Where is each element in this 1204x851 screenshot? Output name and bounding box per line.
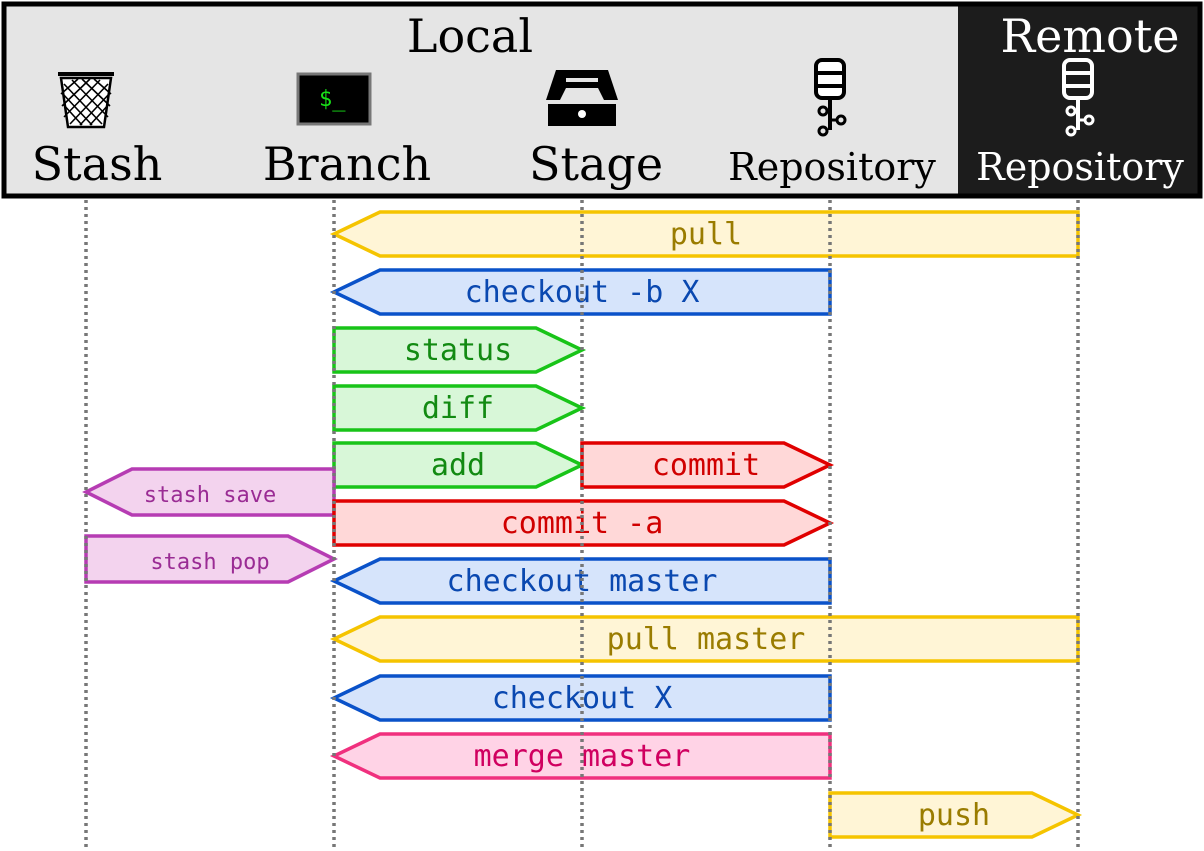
command-arrow-pull-master: pull master [329,615,1080,663]
remote-title: Remote [1001,9,1180,63]
header-border [1,1,1203,199]
local-panel [4,4,958,196]
terminal-prompt: $_ [319,87,346,112]
command-arrow-status: status [332,326,587,374]
command-arrow-pull: pull [329,210,1080,258]
command-label: add [431,448,485,483]
arrow-shape [332,326,587,374]
command-label: pull [670,217,742,252]
command-label: diff [422,391,494,426]
remote-database-icon [1062,58,1095,137]
command-arrow-stash-pop: stash pop [84,534,338,584]
arrow-shape [329,210,1080,258]
database-icon [814,58,847,137]
command-arrow-diff: diff [332,384,587,432]
command-label: push [918,798,990,833]
command-arrow-stash-save: stash save [82,467,336,517]
terminal-icon: $_ [296,72,372,126]
local-title: Local [407,9,533,63]
column-label-stage: Stage [529,137,663,191]
trash-basket-icon [58,72,114,129]
command-label: commit [652,448,760,483]
arrow-shape [329,615,1080,663]
column-label-stash: Stash [32,137,163,191]
column-label-repository: Repository [728,145,936,189]
command-label: stash pop [150,550,269,575]
command-label: stash save [144,483,276,508]
column-label-branch: Branch [263,137,431,191]
arrow-shape [580,441,835,489]
arrow-shape [84,534,338,584]
column-label-remote-repository: Repository [976,145,1184,189]
command-label: pull master [607,622,806,657]
command-arrow-push: push [828,791,1083,839]
command-arrow-add: add [332,441,587,489]
inbox-tray-icon [546,70,618,126]
command-label: status [404,333,512,368]
arrow-shape [332,384,587,432]
command-arrow-commit: commit [580,441,835,489]
arrow-shape [828,791,1083,839]
